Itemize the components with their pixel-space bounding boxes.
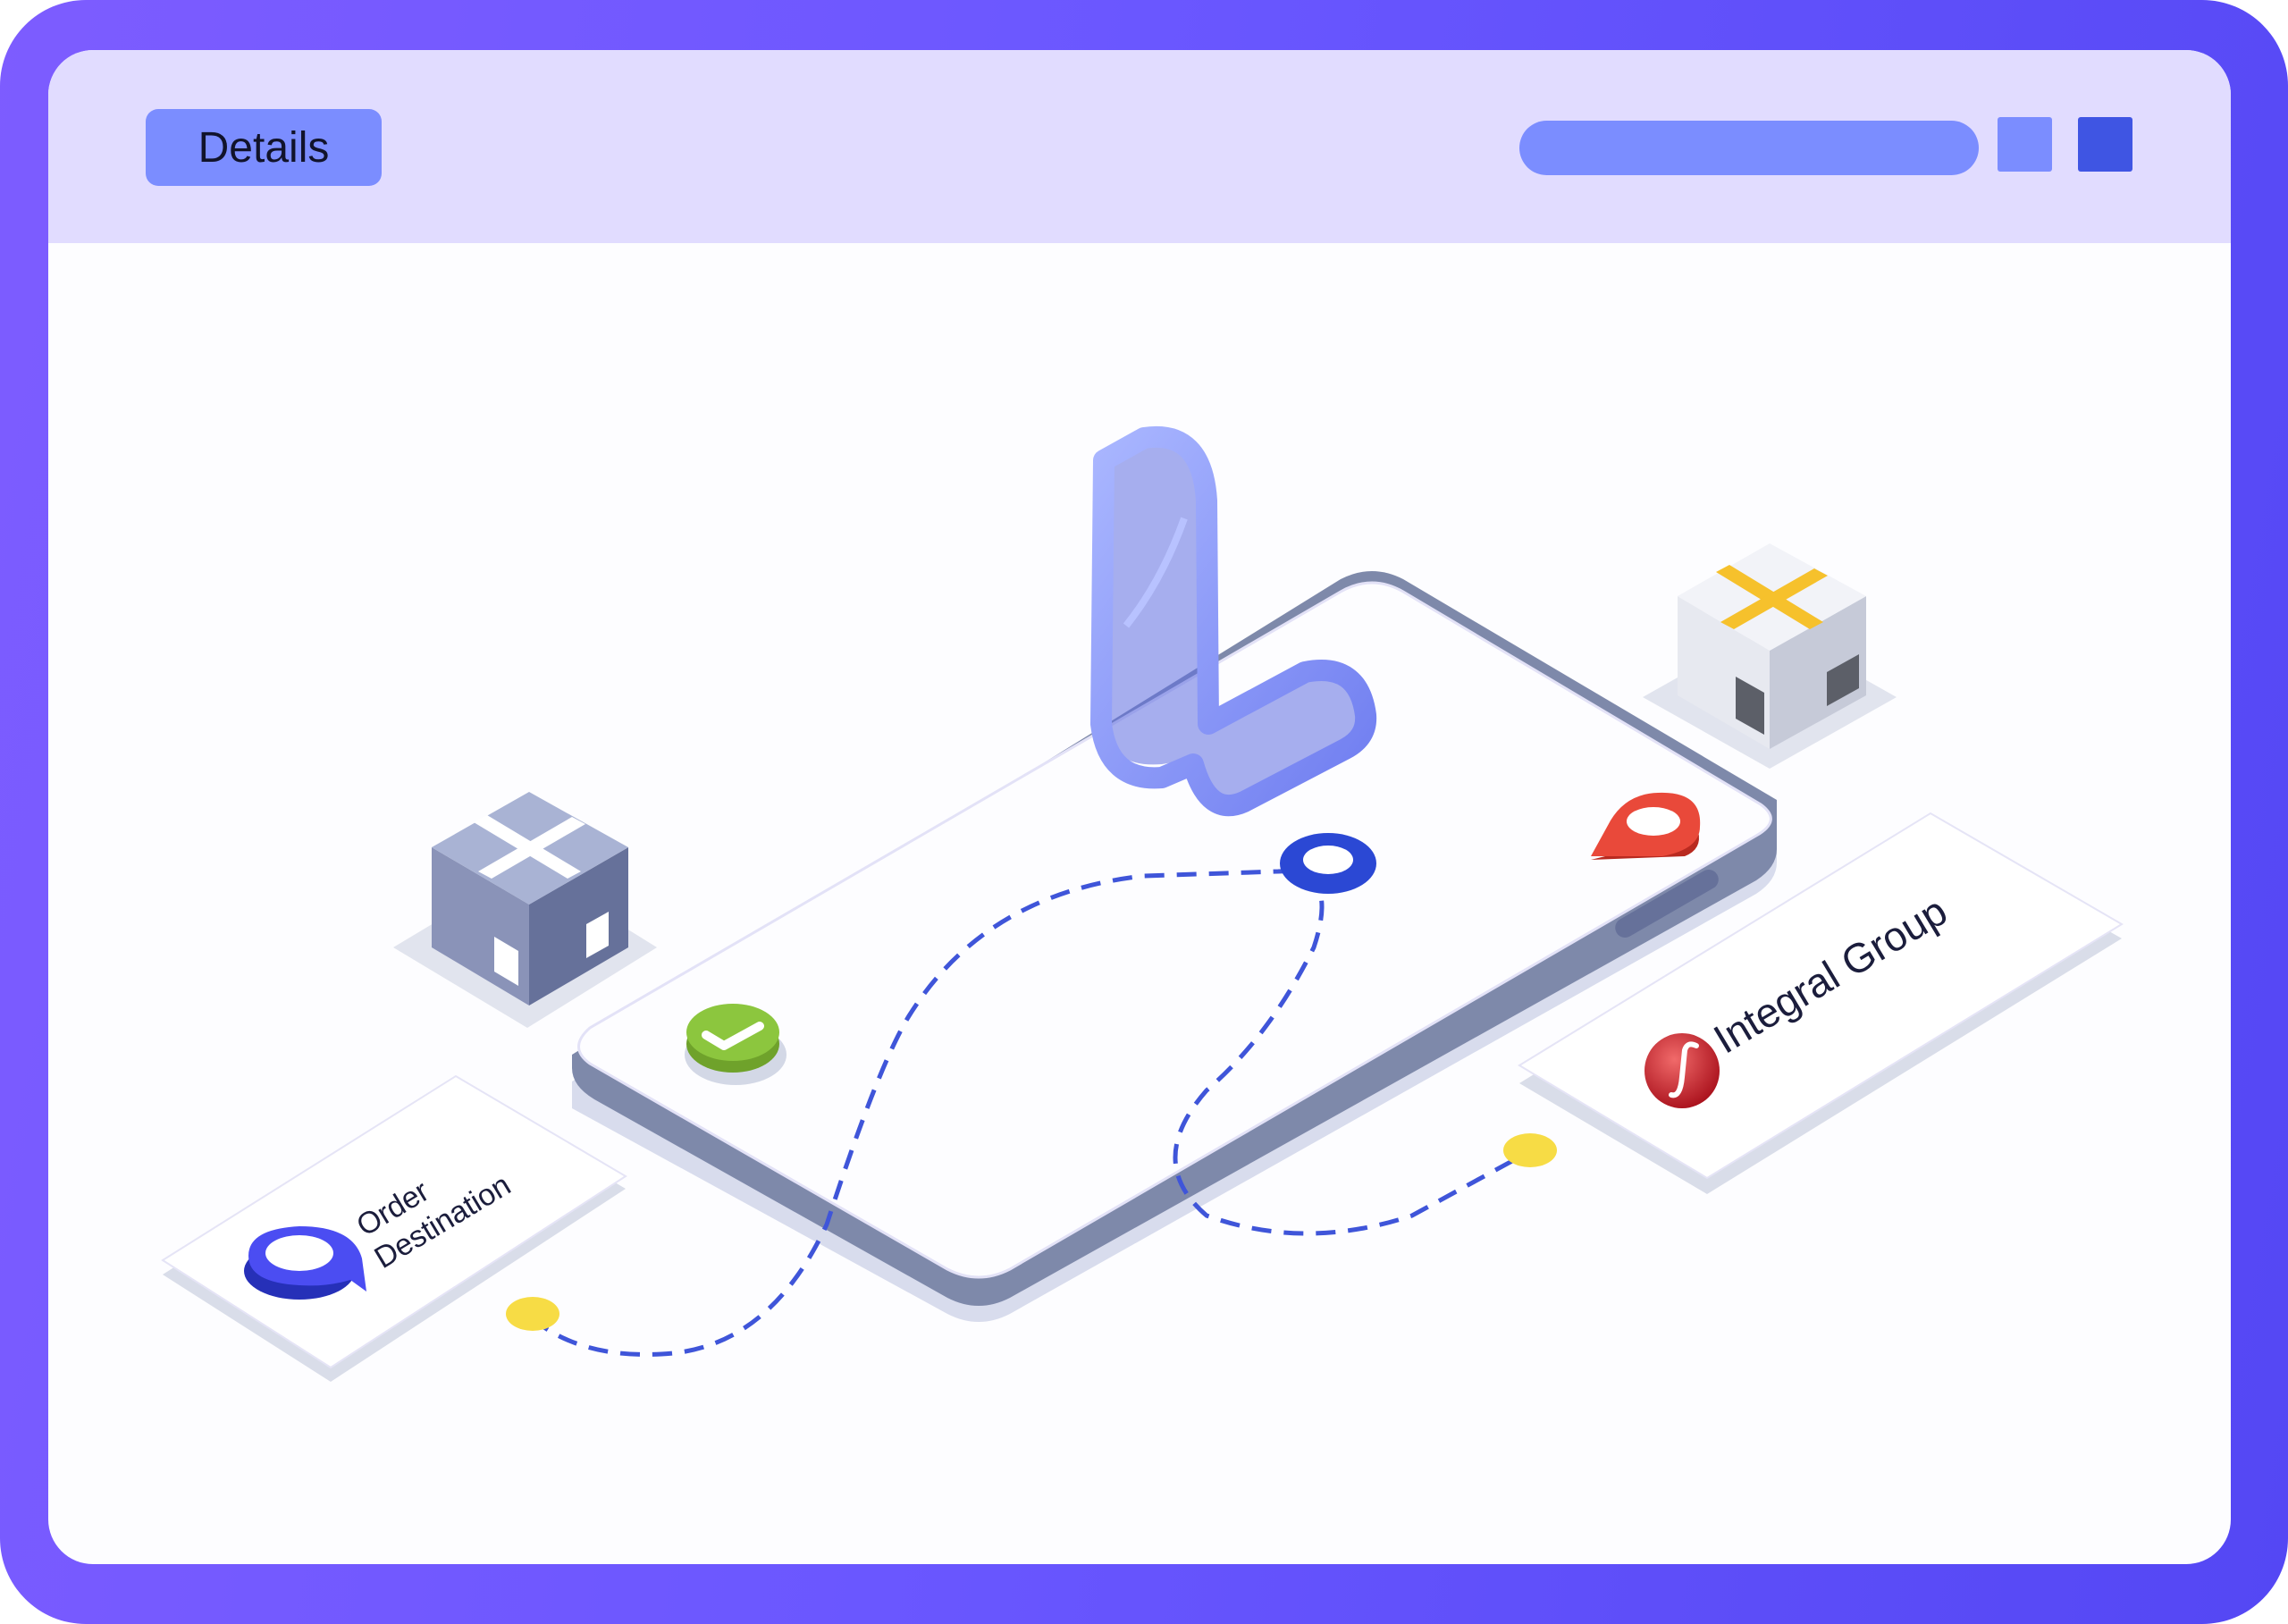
integral-group-logo-icon [1644,1033,1720,1108]
logo-icon [1090,425,1377,817]
company-card: Integral Group [1518,812,2124,1194]
delivery-route [530,869,1532,1357]
package-icon [1643,543,1897,769]
waypoint-start [506,1297,559,1331]
central-platform [572,571,1777,1322]
location-marker-icon [1280,833,1376,894]
package-icon [393,792,657,1028]
window-button-light[interactable] [1998,117,2052,172]
check-icon [685,1004,786,1085]
address-bar[interactable] [1519,121,1979,175]
location-pin-icon [1591,792,1701,860]
waypoint-end [1503,1133,1557,1167]
tab-details[interactable]: Details [146,109,382,186]
window-titlebar: Details [48,50,2231,243]
window-button-dark[interactable] [2078,117,2132,172]
order-destination-card: Order Destination [161,1074,627,1382]
location-pin-icon [244,1226,366,1300]
